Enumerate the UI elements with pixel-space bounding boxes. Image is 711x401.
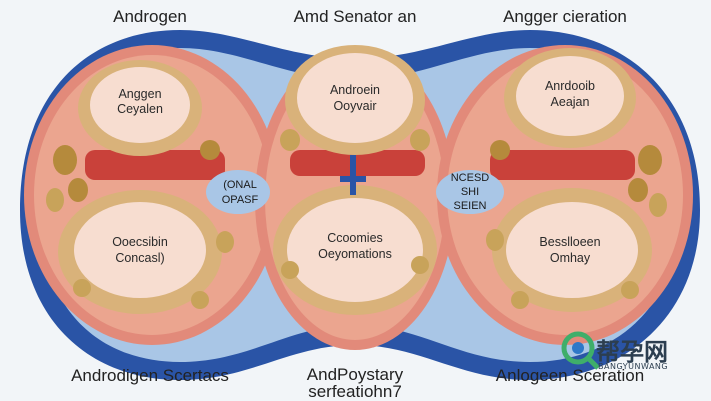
right-side-text-line2: SHI <box>460 186 480 198</box>
left-top-cell-line2: Ceyalen <box>117 102 163 116</box>
center-bottom-cell-line1: Ccoomies <box>327 231 383 245</box>
bottom-left-label: Androdigen Scertacs <box>71 366 229 385</box>
center-lobe <box>255 45 455 350</box>
bottom-center-label-line1: AndPoystary <box>306 365 404 384</box>
right-side-text-line3: SEIEN <box>453 200 487 212</box>
bottom-right-label: Anlogeen Sceration <box>495 366 645 385</box>
right-top-cell-line2: Aeajan <box>550 95 590 109</box>
watermark: 帮孕网 BANGYUNWANG <box>556 328 706 378</box>
left-lobe <box>24 45 280 345</box>
watermark-subtext: BANGYUNWANG <box>598 362 669 371</box>
bottom-center-label-line2: serfeatiohn7 <box>308 382 402 401</box>
center-top-cell-line1: Androein <box>329 83 381 97</box>
top-right-label: Angger cieration <box>503 7 627 26</box>
right-top-cell-line1: Anrdooib <box>544 79 596 93</box>
top-left-label: Androgen <box>113 7 187 26</box>
right-bottom-cell-line1: Besslloeen <box>539 235 601 249</box>
center-bottom-cell-line2: Oeyomations <box>318 247 392 261</box>
left-gap <box>206 170 270 214</box>
right-bottom-cell-line2: Omhay <box>549 251 591 265</box>
center-top-cell-line2: Ooyvair <box>333 99 377 113</box>
left-side-text-line1: (ONAL <box>223 179 257 191</box>
right-gap <box>436 170 504 214</box>
left-top-cell-line1: Anggen <box>118 87 162 101</box>
left-bottom-cell-line1: Ooecsibin <box>112 235 168 249</box>
watermark-text: 帮孕网 <box>596 338 668 366</box>
left-bottom-cell-line2: Concasl) <box>115 251 165 265</box>
left-side-text-line2: OPASF <box>221 194 259 206</box>
top-center-label: Amd Senator an <box>293 7 417 26</box>
right-lobe <box>437 45 693 345</box>
right-side-text-line1: NCESD <box>450 172 490 184</box>
watermark-logo-icon <box>561 331 600 370</box>
